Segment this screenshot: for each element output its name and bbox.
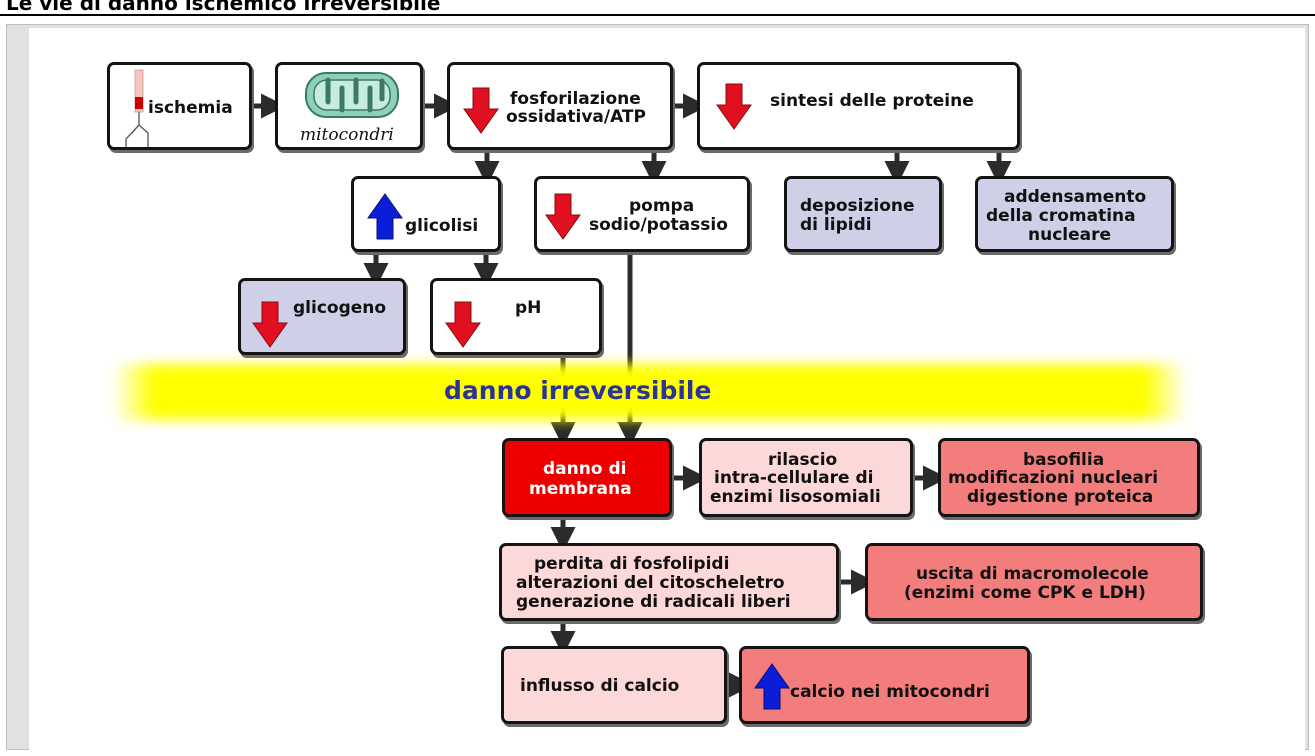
label-glicogeno: glicogeno (293, 298, 387, 318)
label-uscita-2: (enzimi come CPK e LDH) (904, 583, 1146, 603)
box-influsso: influsso di calcio (501, 646, 727, 724)
box-addensamento: addensamento della cromatina nucleare (975, 176, 1174, 252)
down-arrow-icon (716, 83, 752, 130)
label-danno-2: membrana (529, 479, 632, 499)
label-addensamento-1: addensamento (1004, 187, 1147, 207)
box-sintesi: sintesi delle proteine (697, 62, 1020, 150)
vessel-icon (125, 69, 149, 147)
mitochondrion-icon (305, 72, 399, 118)
band-label: danno irreversibile (444, 376, 712, 405)
label-ischemia: ischemia (148, 98, 233, 118)
page-title: Le vie di danno ischemico irreversibile (6, 0, 441, 15)
label-basofilia-2: modificazioni nucleari (948, 468, 1159, 488)
label-influsso: influsso di calcio (520, 676, 680, 696)
label-danno-1: danno di (543, 459, 627, 479)
label-perdita-2: alterazioni del citoscheletro (516, 573, 785, 593)
label-ph: pH (515, 298, 542, 318)
label-perdita-3: generazione di radicali liberi (516, 592, 791, 612)
label-basofilia-3: digestione proteica (967, 487, 1154, 507)
label-fosforilazione-2: ossidativa/ATP (506, 107, 646, 127)
box-rilascio: rilascio intra-cellulare di enzimi lisos… (699, 438, 913, 517)
box-calcio: calcio nei mitocondri (739, 646, 1030, 724)
label-calcio: calcio nei mitocondri (790, 682, 990, 702)
label-uscita-1: uscita di macromolecole (916, 564, 1149, 584)
down-arrow-icon (445, 301, 481, 348)
box-uscita: uscita di macromolecole (enzimi come CPK… (865, 543, 1203, 621)
down-arrow-icon (252, 301, 288, 348)
up-arrow-icon (367, 193, 403, 240)
title-bar: Le vie di danno ischemico irreversibile (0, 0, 1315, 16)
box-basofilia: basofilia modificazioni nucleari digesti… (938, 438, 1200, 517)
box-ph: pH (430, 278, 602, 355)
label-fosforilazione-1: fosforilazione (510, 89, 641, 109)
label-addensamento-3: nucleare (1028, 225, 1112, 245)
box-glicolisi: glicolisi (351, 176, 501, 252)
label-deposizione-1: deposizione (800, 196, 915, 216)
box-mitocondri: mitocondri (275, 62, 423, 150)
up-arrow-icon (754, 663, 790, 710)
box-perdita: perdita di fosfolipidi alterazioni del c… (499, 543, 839, 621)
box-fosforilazione: fosforilazione ossidativa/ATP (447, 62, 673, 150)
box-glicogeno: glicogeno (238, 278, 406, 355)
label-basofilia-1: basofilia (1023, 450, 1105, 470)
label-rilascio-3: enzimi lisosomiali (710, 487, 881, 507)
down-arrow-icon (545, 193, 581, 240)
box-danno-membrana: danno di membrana (502, 438, 672, 517)
irreversible-band (112, 364, 1187, 420)
label-pompa-1: pompa (629, 196, 695, 216)
label-rilascio-1: rilascio (768, 450, 838, 470)
box-ischemia: ischemia (107, 62, 252, 150)
label-addensamento-2: della cromatina (986, 206, 1136, 226)
label-mitocondri: mitocondri (300, 125, 394, 145)
box-pompa: pompa sodio/potassio (534, 176, 750, 252)
down-arrow-icon (463, 87, 499, 134)
label-deposizione-2: di lipidi (800, 215, 872, 235)
label-rilascio-2: intra-cellulare di (714, 468, 874, 488)
label-perdita-1: perdita di fosfolipidi (534, 554, 730, 574)
label-glicolisi: glicolisi (405, 216, 479, 236)
label-sintesi: sintesi delle proteine (770, 91, 974, 111)
box-deposizione: deposizione di lipidi (784, 176, 942, 252)
label-pompa-2: sodio/potassio (589, 215, 728, 235)
